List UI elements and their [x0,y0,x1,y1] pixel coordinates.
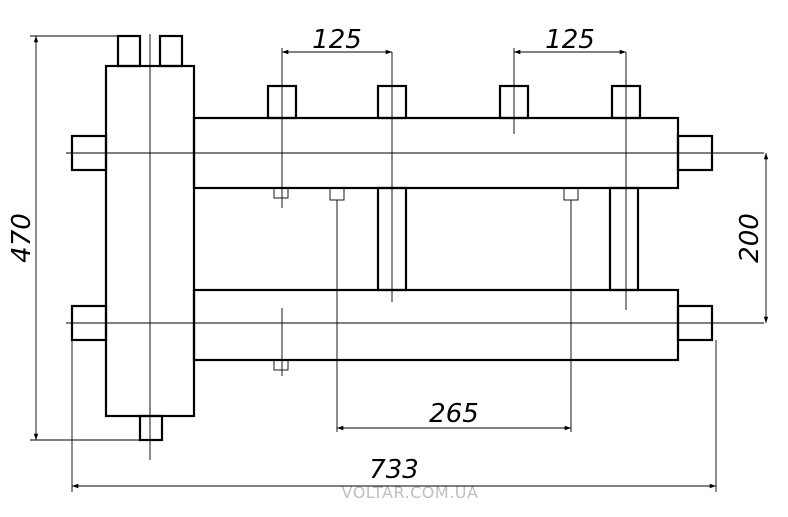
dimension-200-label: 200 [735,213,765,263]
dimension-125-left: 125 [281,25,393,82]
right-side-nozzles [676,134,714,342]
dimension-265-label: 265 [429,399,479,429]
dimension-470: 470 [7,35,144,441]
dimension-125-left-label: 125 [312,25,362,55]
top-outlet-nozzles [266,84,642,120]
sensor-sockets [273,187,579,371]
dimension-733-label: 733 [369,455,419,485]
dimension-733: 733 [71,340,717,492]
dimension-470-label: 470 [7,213,37,263]
center-lines [66,34,764,460]
watermark: VOLTAR.COM.UA [342,483,479,502]
lower-header [192,288,680,362]
connecting-pipes [376,186,640,292]
dimension-200: 200 [735,153,769,324]
dimension-265: 265 [336,200,572,432]
dimension-125-right: 125 [514,25,627,82]
left-side-nozzles [70,134,108,342]
dimension-125-right-label: 125 [545,25,595,55]
